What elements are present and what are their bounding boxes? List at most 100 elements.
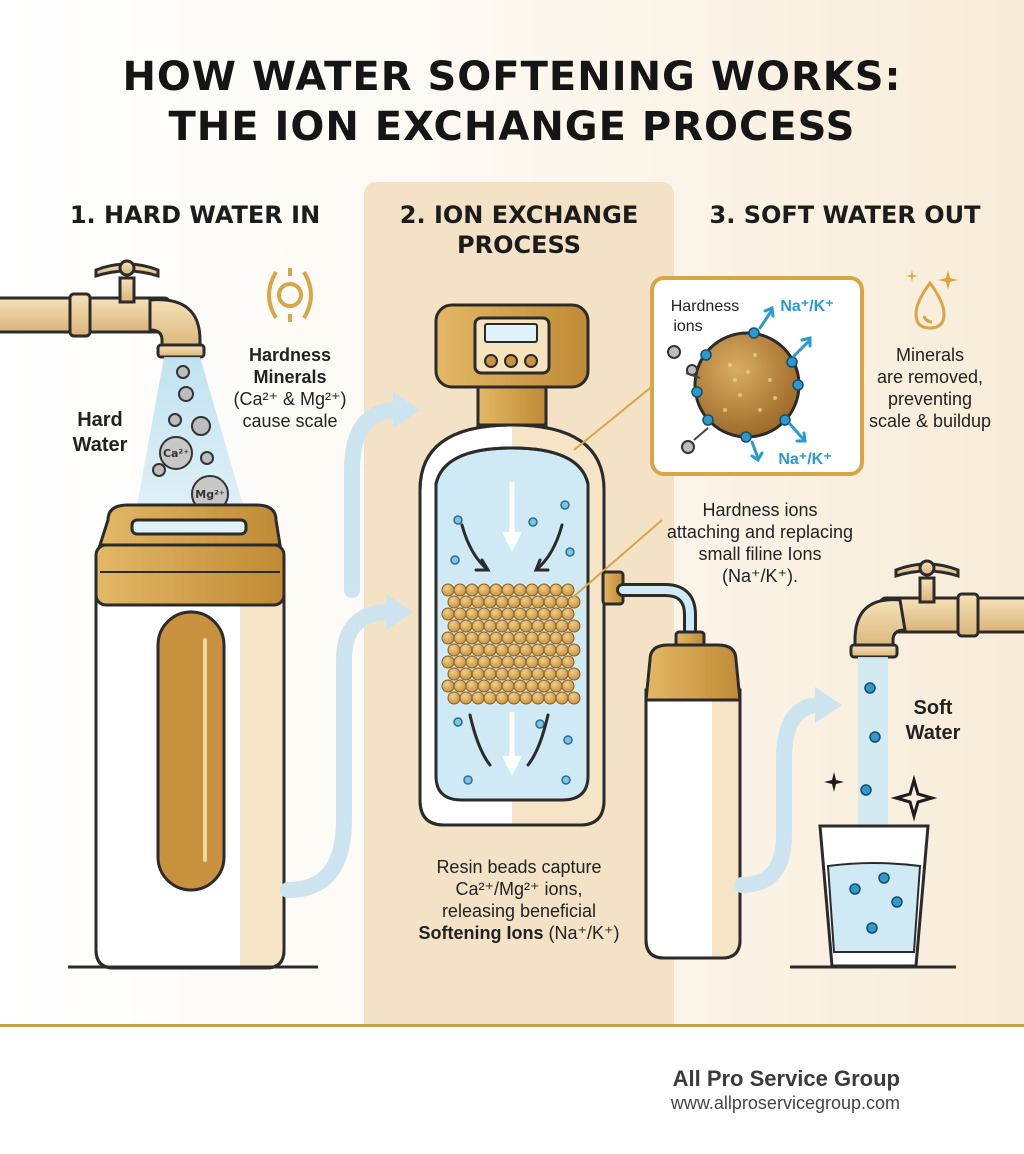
attach-line-4: (Na⁺/K⁺). bbox=[721, 566, 798, 586]
resin-bead bbox=[543, 667, 557, 681]
resin-bead bbox=[495, 643, 509, 657]
calcium-ion-label: Ca²⁺ bbox=[163, 447, 189, 460]
resin-bead bbox=[453, 583, 467, 597]
resin-bead bbox=[561, 679, 575, 693]
resin-bead bbox=[483, 667, 497, 681]
resin-bead bbox=[471, 643, 485, 657]
resin-bead bbox=[447, 595, 461, 609]
step-2-heading: 2. ION EXCHANGE PROCESS bbox=[364, 200, 674, 260]
resin-bead bbox=[501, 631, 515, 645]
resin-bead bbox=[477, 655, 491, 669]
resin-bead bbox=[543, 691, 557, 705]
calcium-ion-particle bbox=[159, 436, 193, 470]
inlet-faucet-icon bbox=[0, 259, 206, 359]
step-2-heading-line-1: 2. ION EXCHANGE bbox=[399, 201, 639, 229]
down-arrow-bottom bbox=[502, 712, 522, 776]
resin-bead bbox=[495, 595, 509, 609]
resin-bead bbox=[465, 655, 479, 669]
resin-bead bbox=[531, 691, 545, 705]
resin-bead bbox=[555, 691, 569, 705]
resin-bead bbox=[567, 595, 581, 609]
resin-bead bbox=[519, 691, 533, 705]
resin-line-4-rest: (Na⁺/K⁺) bbox=[543, 923, 620, 943]
resin-bead bbox=[549, 655, 563, 669]
resin-bead bbox=[519, 595, 533, 609]
flow-arrow-upper bbox=[344, 392, 420, 598]
resin-bead bbox=[549, 679, 563, 693]
resin-bead bbox=[537, 631, 551, 645]
minerals-line-2: are removed, bbox=[876, 367, 984, 387]
resin-bead bbox=[489, 607, 503, 621]
hardness-label-line-4: cause scale bbox=[242, 411, 338, 431]
attach-line-3: small filine Ions bbox=[698, 544, 822, 564]
resin-bead bbox=[483, 691, 497, 705]
resin-line-4: Softening Ions (Na⁺/K⁺) bbox=[384, 922, 654, 944]
resin-bead bbox=[555, 595, 569, 609]
resin-bead bbox=[471, 667, 485, 681]
resin-bead bbox=[507, 595, 521, 609]
resin-bead bbox=[441, 631, 455, 645]
step-3-heading: 3. SOFT WATER OUT bbox=[709, 201, 981, 229]
hard-water-label: Hard Water bbox=[50, 408, 150, 458]
step-2-heading-line-2: PROCESS bbox=[457, 231, 581, 259]
resin-bead bbox=[567, 691, 581, 705]
resin-bead bbox=[459, 667, 473, 681]
resin-bead bbox=[519, 619, 533, 633]
resin-bead bbox=[495, 691, 509, 705]
resin-bead bbox=[447, 691, 461, 705]
attach-description: Hardness ions attaching and replacing sm… bbox=[640, 499, 880, 587]
resin-bead bbox=[441, 583, 455, 597]
post-filter-tank bbox=[644, 643, 742, 960]
footer bbox=[0, 1027, 1024, 1154]
softener-tank bbox=[94, 503, 286, 970]
sparkle-icon bbox=[824, 772, 938, 822]
resin-bead bbox=[489, 631, 503, 645]
resin-bead bbox=[465, 679, 479, 693]
resin-bead bbox=[441, 679, 455, 693]
hardness-label-line-2: Minerals bbox=[253, 367, 327, 387]
resin-bead bbox=[507, 619, 521, 633]
page-title: HOW WATER SOFTENING WORKS: THE ION EXCHA… bbox=[0, 52, 1024, 152]
resin-bead bbox=[447, 619, 461, 633]
hardness-label-line-1: Hardness bbox=[248, 345, 332, 365]
resin-bead bbox=[525, 679, 539, 693]
resin-bead bbox=[477, 679, 491, 693]
resin-bead bbox=[519, 643, 533, 657]
resin-bead bbox=[483, 619, 497, 633]
control-head bbox=[434, 303, 590, 427]
resin-bead bbox=[537, 583, 551, 597]
resin-bead bbox=[525, 655, 539, 669]
resin-bead bbox=[453, 679, 467, 693]
minerals-line-4: scale & buildup bbox=[868, 411, 992, 431]
inset-connector-top bbox=[573, 379, 661, 451]
minerals-line-3: preventing bbox=[887, 389, 973, 409]
resin-bead bbox=[489, 655, 503, 669]
resin-bead bbox=[549, 583, 563, 597]
resin-line-1: Resin beads capture bbox=[436, 857, 602, 877]
down-arrow-top bbox=[502, 482, 522, 552]
resin-bead bbox=[477, 631, 491, 645]
resin-bead bbox=[543, 595, 557, 609]
flow-arrow-to-glass bbox=[734, 687, 842, 893]
magnesium-ion-label: Mg²⁺ bbox=[195, 488, 225, 501]
soft-water-label: Soft Water bbox=[888, 696, 978, 746]
resin-bead bbox=[561, 607, 575, 621]
resin-bead bbox=[465, 607, 479, 621]
resin-bead bbox=[453, 655, 467, 669]
resin-bead bbox=[483, 595, 497, 609]
resin-bead bbox=[561, 631, 575, 645]
resin-bead bbox=[501, 679, 515, 693]
attach-line-1: Hardness ions bbox=[702, 500, 818, 520]
hardness-label-line-3: (Ca²⁺ & Mg²⁺) bbox=[233, 389, 347, 409]
hard-water-label-line-1: Hard bbox=[77, 409, 123, 431]
resin-bead bbox=[477, 583, 491, 597]
title-line-2: THE ION EXCHANGE PROCESS bbox=[168, 104, 856, 150]
resin-bead bbox=[513, 631, 527, 645]
outlet-pipe bbox=[601, 570, 706, 648]
resin-bead bbox=[531, 667, 545, 681]
flow-arrow-lower bbox=[280, 594, 413, 898]
company-name: All Pro Service Group bbox=[672, 1066, 900, 1091]
resin-bead bbox=[525, 607, 539, 621]
resin-bead bbox=[501, 607, 515, 621]
company-url[interactable]: www.allproservicegroup.com bbox=[670, 1093, 900, 1113]
